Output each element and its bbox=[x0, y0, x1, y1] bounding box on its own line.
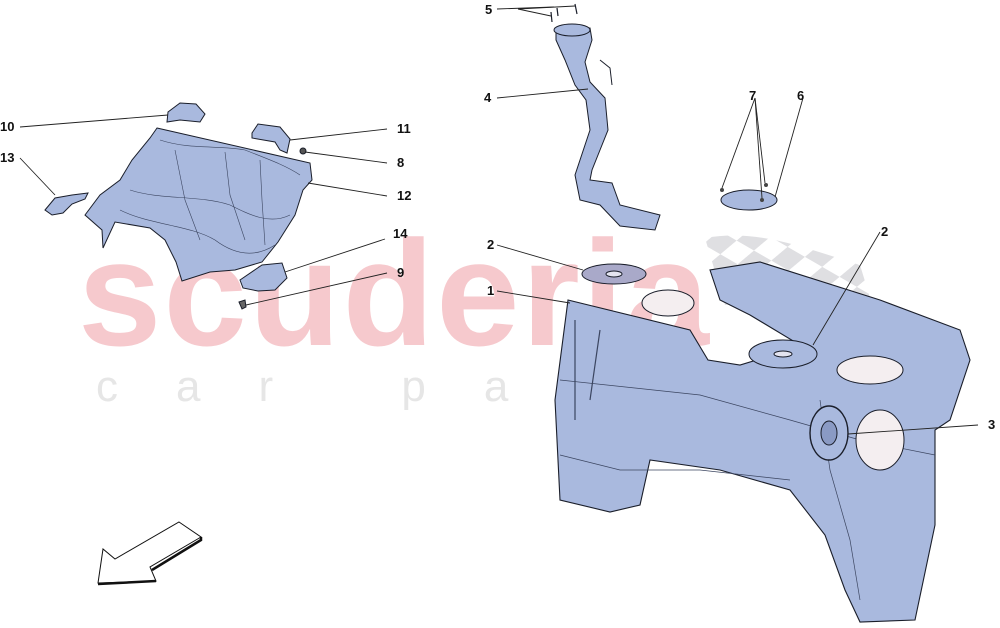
callout-13: 13 bbox=[0, 150, 15, 165]
cover-plate-part-6 bbox=[720, 189, 778, 211]
callout-6: 6 bbox=[797, 88, 805, 103]
pump-ring-right bbox=[836, 355, 904, 385]
pump-cover-hole bbox=[605, 270, 623, 278]
callout-1: 1 bbox=[487, 283, 495, 298]
screw-parts-5 bbox=[550, 3, 578, 23]
direction-arrow-shadow bbox=[97, 537, 203, 586]
callout-2-right: 2 bbox=[881, 224, 889, 239]
sender-gasket-hole bbox=[820, 420, 838, 446]
filler-neck-part-4 bbox=[553, 23, 661, 231]
nut-part-8 bbox=[299, 147, 307, 155]
callout-7: 7 bbox=[749, 88, 757, 103]
callout-10: 10 bbox=[0, 119, 15, 134]
callout-2-left: 2 bbox=[487, 237, 495, 252]
bracket-part-13 bbox=[44, 192, 89, 216]
callout-4: 4 bbox=[484, 90, 492, 105]
nut-parts-7 bbox=[720, 183, 768, 202]
callout-11: 11 bbox=[397, 121, 411, 136]
direction-arrow-icon bbox=[97, 521, 202, 584]
fuel-tank-part-1 bbox=[554, 261, 971, 623]
bracket-part-10 bbox=[166, 102, 206, 123]
callout-14: 14 bbox=[393, 226, 408, 241]
callout-3: 3 bbox=[988, 417, 996, 432]
pump-ring-left bbox=[641, 289, 695, 317]
bracket-part-14 bbox=[239, 262, 288, 292]
callout-9: 9 bbox=[397, 265, 405, 280]
callout-12: 12 bbox=[397, 188, 412, 203]
screw-part-9 bbox=[238, 299, 247, 310]
callout-8: 8 bbox=[397, 155, 405, 170]
leader-lines bbox=[19, 5, 979, 435]
pump-cover-hole bbox=[773, 350, 793, 358]
sender-unit-ring bbox=[855, 409, 905, 471]
bracket-part-11 bbox=[251, 123, 291, 154]
heat-shield-part-12 bbox=[84, 127, 313, 282]
callout-5: 5 bbox=[485, 2, 493, 17]
